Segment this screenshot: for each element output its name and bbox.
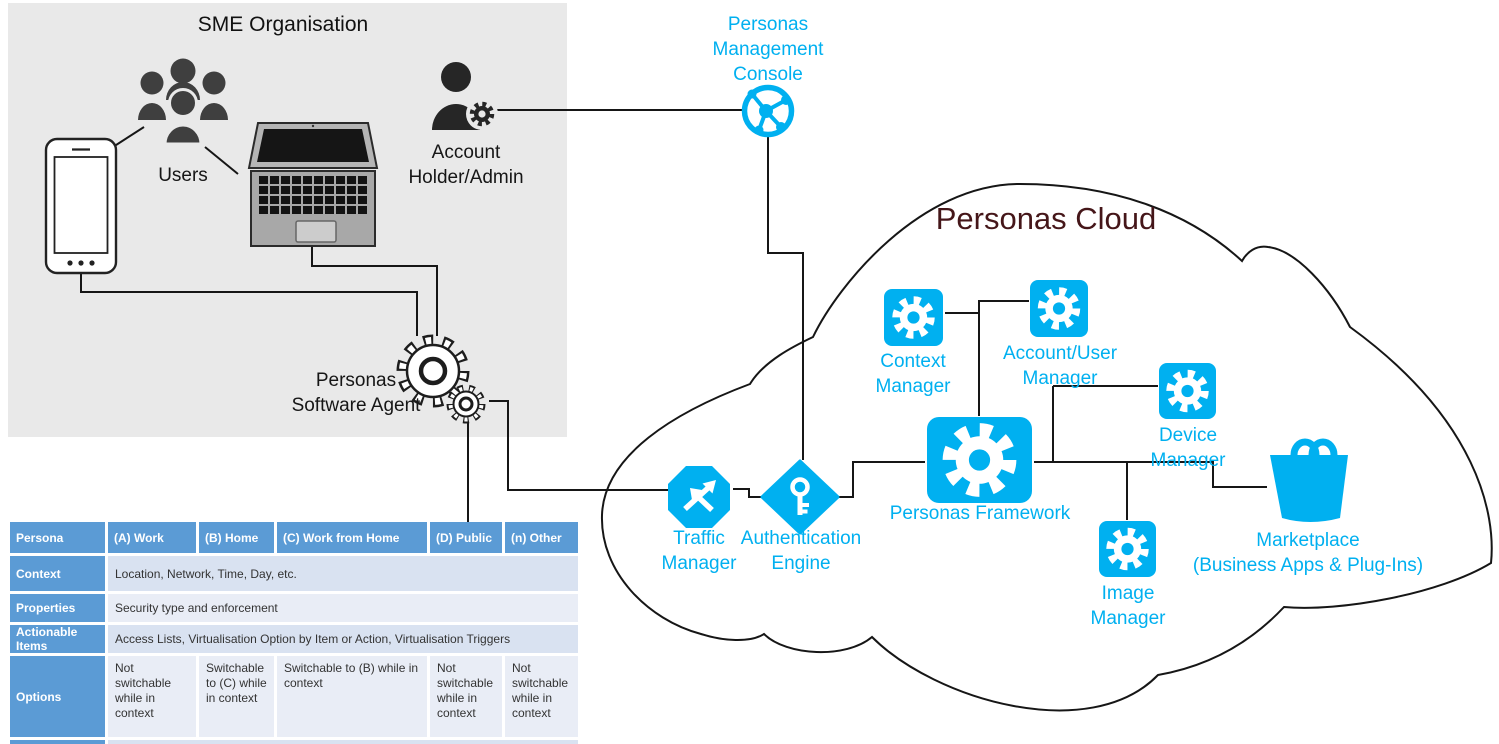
option-cell-other: Not switchable while in context (505, 656, 578, 737)
management-console-globe-icon (741, 84, 795, 138)
row-label-context: Context (10, 556, 105, 591)
software-agent-label: Personas Software Agent (291, 370, 421, 416)
marketplace-bag-icon (1270, 438, 1348, 522)
row-value-context: Location, Network, Time, Day, etc. (108, 556, 578, 591)
row-label-options: Options (10, 656, 105, 737)
connector-line (112, 126, 145, 148)
authentication-engine-icon (760, 459, 840, 535)
personas-framework-icon (927, 417, 1032, 503)
persona-table: Persona (A) Work (B) Home (C) Work from … (10, 522, 578, 744)
option-cell-home: Switchable to (C) while in context (199, 656, 274, 737)
table-header-public: (D) Public (430, 522, 502, 553)
users-icon (138, 58, 228, 146)
traffic-manager-label: Traffic Manager (661, 528, 737, 574)
connector-line (80, 273, 418, 336)
image-manager-icon (1099, 521, 1156, 577)
laptop-icon (247, 122, 379, 247)
option-cell-public: Not switchable while in context (430, 656, 502, 737)
context-manager-icon (884, 289, 943, 346)
connector-line (767, 136, 804, 460)
account-holder-admin-icon (432, 62, 498, 130)
admin-label: Account Holder/Admin (408, 142, 524, 188)
management-console-label: Personas Management Console (712, 14, 824, 85)
connector-line (978, 300, 1029, 416)
connector-line (838, 461, 925, 498)
row-label-properties: Properties (10, 594, 105, 622)
marketplace-label: Marketplace (Business Apps & Plug-Ins) (1192, 530, 1424, 576)
context-manager-label: Context Manager (875, 351, 951, 397)
traffic-manager-icon (668, 466, 730, 528)
admin-gear-icon (466, 98, 498, 130)
account-user-manager-label: Account/User Manager (1002, 343, 1118, 389)
connector-line (311, 247, 438, 336)
software-agent-gears-icon (396, 334, 486, 424)
device-manager-label: Device Manager (1150, 425, 1226, 471)
row-label-actionable-items: Actionable Items (10, 625, 105, 653)
table-header-persona: Persona (10, 522, 105, 553)
connector-line (1034, 461, 1267, 488)
connector-line (489, 400, 668, 491)
image-manager-label: Image Manager (1090, 583, 1166, 629)
table-header-other: (n) Other (505, 522, 578, 553)
key-icon (790, 477, 810, 515)
authentication-engine-label: Authentication Engine (740, 528, 862, 574)
row-value-properties: Security type and enforcement (108, 594, 578, 622)
table-header-home: (B) Home (199, 522, 274, 553)
option-cell-work: Not switchable while in context (108, 656, 196, 737)
row-value-actionable-items: Access Lists, Virtualisation Option by I… (108, 625, 578, 653)
connector-line (204, 146, 239, 175)
smartphone-icon (44, 137, 118, 275)
partial-row-label (10, 740, 105, 744)
personas-cloud-outline (600, 182, 1493, 712)
device-manager-icon (1159, 363, 1216, 419)
connector-lines (80, 109, 1267, 523)
personas-framework-label: Personas Framework (889, 503, 1071, 524)
table-header-work: (A) Work (108, 522, 196, 553)
personas-cloud-title: Personas Cloud (935, 201, 1157, 236)
users-label: Users (158, 165, 208, 186)
partial-row-value (108, 740, 578, 744)
table-header-work-from-home: (C) Work from Home (277, 522, 427, 553)
sme-title: SME Organisation (197, 13, 369, 36)
connector-line (733, 488, 762, 498)
account-user-manager-icon (1030, 280, 1088, 337)
option-cell-work-from-home: Switchable to (B) while in context (277, 656, 427, 737)
